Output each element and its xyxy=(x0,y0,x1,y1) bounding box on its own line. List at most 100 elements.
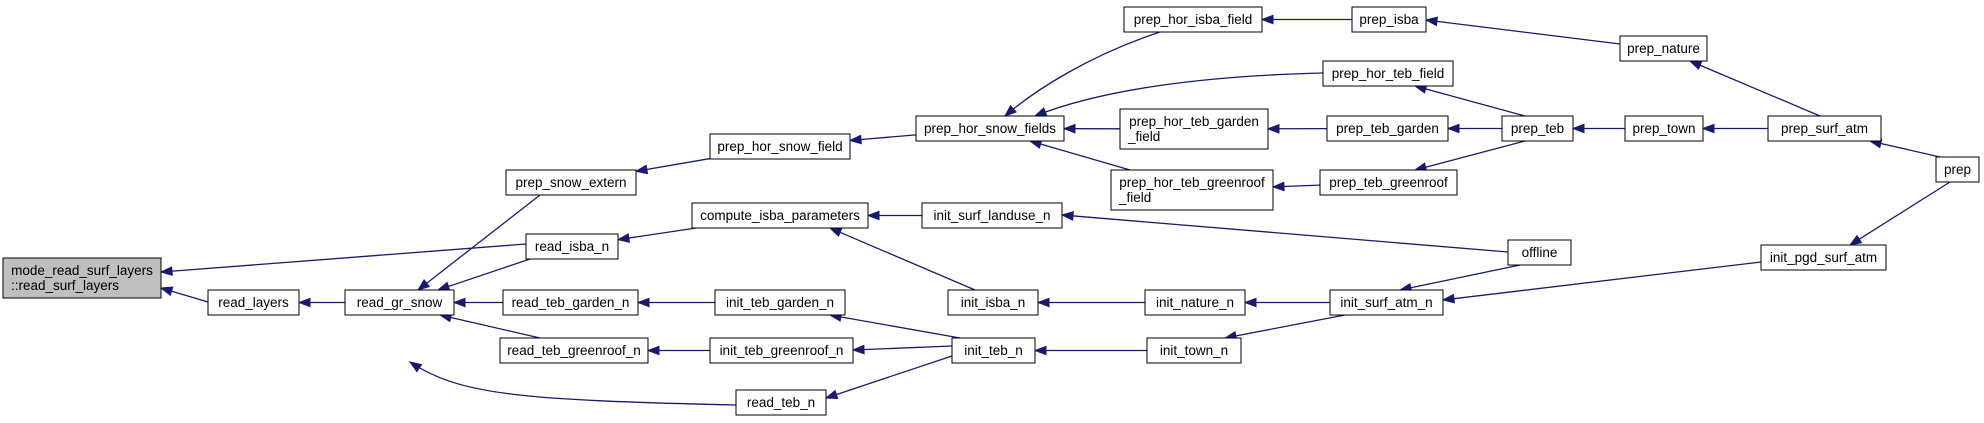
node-box[interactable] xyxy=(1935,156,1980,183)
node-init_surf_atm_n[interactable]: init_surf_atm_n xyxy=(1329,289,1444,316)
edge-read_teb_greenroof_n-to-read_gr_snow xyxy=(449,316,541,339)
node-box[interactable] xyxy=(1326,115,1449,142)
node-read_teb_n[interactable]: read_teb_n xyxy=(735,389,827,416)
node-prep_nature[interactable]: prep_nature xyxy=(1619,35,1708,62)
node-prep_hor_teb_greenroof_field[interactable]: prep_hor_teb_greenroof_field xyxy=(1110,169,1274,211)
node-prep_hor_teb_garden_field[interactable]: prep_hor_teb_garden_field xyxy=(1119,108,1269,150)
edge-read_isba_n-to-root xyxy=(170,243,527,272)
arrowhead xyxy=(408,361,423,373)
node-init_teb_greenroof_n[interactable]: init_teb_greenroof_n xyxy=(709,337,854,364)
node-box[interactable] xyxy=(1144,289,1246,316)
node-prep_surf_atm[interactable]: prep_surf_atm xyxy=(1767,115,1882,142)
arrowhead xyxy=(646,345,660,356)
node-init_teb_n[interactable]: init_teb_n xyxy=(951,337,1036,364)
node-box[interactable] xyxy=(2,257,162,299)
node-label: init_teb_n xyxy=(964,343,1023,358)
node-box[interactable] xyxy=(1501,115,1574,142)
function-nodes: mode_read_surf_layers::read_surf_layersr… xyxy=(2,6,1980,416)
node-init_town_n[interactable]: init_town_n xyxy=(1146,337,1242,364)
node-box[interactable] xyxy=(735,389,827,416)
node-label: read_isba_n xyxy=(535,239,609,254)
node-box[interactable] xyxy=(714,289,846,316)
node-label: read_teb_garden_n xyxy=(512,295,630,310)
node-root[interactable]: mode_read_surf_layers::read_surf_layers xyxy=(2,257,162,299)
node-prep_town[interactable]: prep_town xyxy=(1624,115,1704,142)
node-init_teb_garden_n[interactable]: init_teb_garden_n xyxy=(714,289,846,316)
node-box[interactable] xyxy=(921,202,1063,229)
node-box[interactable] xyxy=(505,169,637,196)
call-edges xyxy=(159,14,1951,406)
node-box[interactable] xyxy=(1119,108,1269,150)
node-label: prep_hor_snow_fields xyxy=(924,121,1056,136)
node-label: init_surf_landuse_n xyxy=(933,208,1050,223)
node-label: prep_surf_atm xyxy=(1781,121,1868,136)
node-box[interactable] xyxy=(947,289,1039,316)
node-box[interactable] xyxy=(1507,239,1572,266)
node-label: init_isba_n xyxy=(961,295,1026,310)
node-prep_teb_garden[interactable]: prep_teb_garden xyxy=(1326,115,1449,142)
node-label: prep_hor_teb_field xyxy=(1332,66,1445,81)
node-prep[interactable]: prep xyxy=(1935,156,1980,183)
node-prep_hor_snow_fields[interactable]: prep_hor_snow_fields xyxy=(915,115,1065,142)
edge-offline-to-init_surf_landuse_n xyxy=(1071,215,1509,253)
node-compute_isba_parameters[interactable]: compute_isba_parameters xyxy=(691,202,869,229)
node-box[interactable] xyxy=(525,233,619,260)
node-init_isba_n[interactable]: init_isba_n xyxy=(947,289,1039,316)
node-box[interactable] xyxy=(1123,6,1263,33)
node-box[interactable] xyxy=(1146,337,1242,364)
arrowhead xyxy=(634,164,649,175)
arrowhead xyxy=(1701,123,1715,134)
node-box[interactable] xyxy=(915,115,1065,142)
node-read_gr_snow[interactable]: read_gr_snow xyxy=(344,289,455,316)
node-box[interactable] xyxy=(1319,169,1458,196)
node-init_pgd_surf_atm[interactable]: init_pgd_surf_atm xyxy=(1760,244,1887,271)
node-prep_hor_teb_field[interactable]: prep_hor_teb_field xyxy=(1322,60,1454,87)
arrowhead xyxy=(1062,123,1076,134)
node-box[interactable] xyxy=(1624,115,1704,142)
node-box[interactable] xyxy=(951,337,1036,364)
node-read_layers[interactable]: read_layers xyxy=(207,289,300,316)
node-box[interactable] xyxy=(709,133,851,160)
node-box[interactable] xyxy=(1767,115,1882,142)
edge-init_pgd_surf_atm-to-init_surf_atm_n xyxy=(1452,261,1762,300)
edge-offline-to-init_surf_atm_n xyxy=(1409,264,1521,289)
node-box[interactable] xyxy=(502,289,639,316)
node-box[interactable] xyxy=(1322,60,1454,87)
arrowhead xyxy=(828,227,843,238)
node-prep_teb_greenroof[interactable]: prep_teb_greenroof xyxy=(1319,169,1458,196)
node-box[interactable] xyxy=(691,202,869,229)
node-box[interactable] xyxy=(207,289,300,316)
node-box[interactable] xyxy=(499,337,649,364)
node-read_isba_n[interactable]: read_isba_n xyxy=(525,233,619,260)
node-prep_hor_isba_field[interactable]: prep_hor_isba_field xyxy=(1123,6,1263,33)
node-prep_isba[interactable]: prep_isba xyxy=(1351,6,1427,33)
node-init_nature_n[interactable]: init_nature_n xyxy=(1144,289,1246,316)
node-box[interactable] xyxy=(1110,169,1274,211)
arrowhead xyxy=(1571,123,1585,134)
node-label: _field xyxy=(1118,190,1151,205)
node-label: read_layers xyxy=(218,295,289,310)
edge-read_isba_n-to-read_gr_snow xyxy=(447,258,531,288)
node-box[interactable] xyxy=(1619,35,1708,62)
node-box[interactable] xyxy=(1329,289,1444,316)
edge-prep_hor_snow_field-to-prep_snow_extern xyxy=(645,157,711,171)
arrowhead xyxy=(1033,107,1048,117)
node-prep_snow_extern[interactable]: prep_snow_extern xyxy=(505,169,637,196)
node-read_teb_garden_n[interactable]: read_teb_garden_n xyxy=(502,289,639,316)
node-read_teb_greenroof_n[interactable]: read_teb_greenroof_n xyxy=(499,337,649,364)
node-box[interactable] xyxy=(1351,6,1427,33)
arrowhead xyxy=(1688,60,1703,71)
node-box[interactable] xyxy=(1760,244,1887,271)
edge-init_surf_atm_n-to-init_town_n xyxy=(1234,314,1346,337)
edge-init_teb_n-to-init_teb_garden_n xyxy=(839,316,961,339)
node-label: prep_hor_teb_greenroof xyxy=(1119,175,1265,190)
arrowhead xyxy=(1271,181,1285,192)
node-prep_hor_snow_field[interactable]: prep_hor_snow_field xyxy=(709,133,851,160)
node-box[interactable] xyxy=(709,337,854,364)
edge-prep_hor_snow_fields-to-prep_hor_snow_field xyxy=(859,134,917,141)
node-box[interactable] xyxy=(344,289,455,316)
node-prep_teb[interactable]: prep_teb xyxy=(1501,115,1574,142)
node-offline[interactable]: offline xyxy=(1507,239,1572,266)
node-label: _field xyxy=(1127,129,1160,144)
node-init_surf_landuse_n[interactable]: init_surf_landuse_n xyxy=(921,202,1063,229)
